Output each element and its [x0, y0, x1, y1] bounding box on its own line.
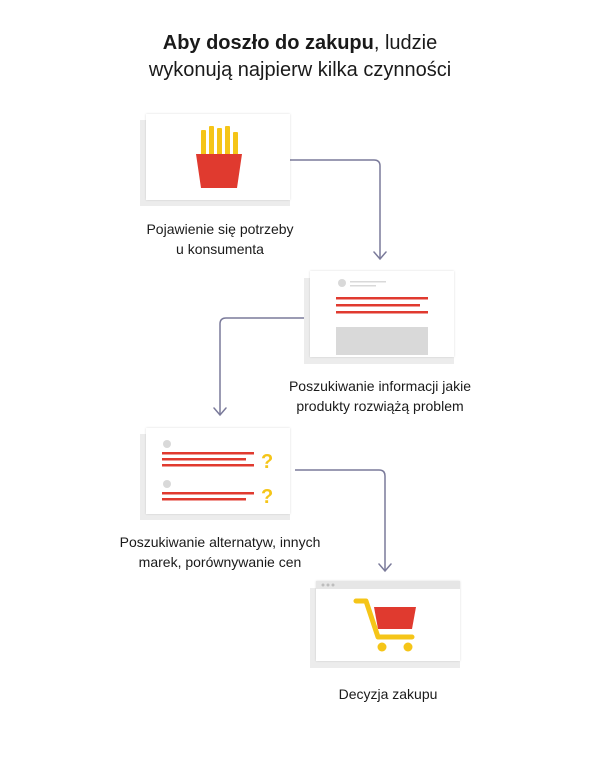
- step2-label: Poszukiwanie informacji jakie produkty r…: [255, 376, 505, 416]
- shopping-cart-icon: [316, 581, 460, 652]
- step2-label-line1: Poszukiwanie informacji jakie: [288, 378, 472, 394]
- step1-label: Pojawienie się potrzeby u konsumenta: [110, 219, 330, 259]
- step4-card: [316, 581, 460, 661]
- step1-card: [146, 114, 290, 200]
- step2-card: [310, 271, 454, 357]
- title-rest: , ludzie: [373, 32, 438, 54]
- title-bold: Aby doszło do zakupu: [162, 32, 374, 54]
- arrowhead-2: [213, 407, 227, 417]
- step3-label-line1: Poszukiwanie alternatyw, innych: [119, 534, 321, 550]
- step2-label-line2: produkty rozwiążą problem: [296, 398, 464, 414]
- title-line2: wykonują najpierw kilka czynności: [148, 59, 452, 81]
- step3-card: ? ?: [146, 428, 290, 514]
- fries-icon: [196, 126, 242, 188]
- arrowhead-3: [378, 563, 392, 573]
- step1-label-line2: u konsumenta: [176, 241, 264, 257]
- comparison-icon: ? ?: [162, 440, 273, 508]
- svg-text:?: ?: [261, 486, 273, 508]
- step4-label-line1: Decyzja zakupu: [338, 686, 438, 702]
- step3-label-line2: marek, porównywanie cen: [138, 554, 302, 570]
- article-icon: [336, 279, 428, 355]
- step3-label: Poszukiwanie alternatyw, innych marek, p…: [90, 532, 350, 572]
- step4-label: Decyzja zakupu: [288, 684, 488, 704]
- arrowhead-1: [373, 251, 387, 261]
- page-title: Aby doszło do zakupu, ludzie wykonują na…: [0, 30, 600, 84]
- svg-text:?: ?: [261, 451, 273, 473]
- step1-label-line1: Pojawienie się potrzeby: [146, 221, 294, 237]
